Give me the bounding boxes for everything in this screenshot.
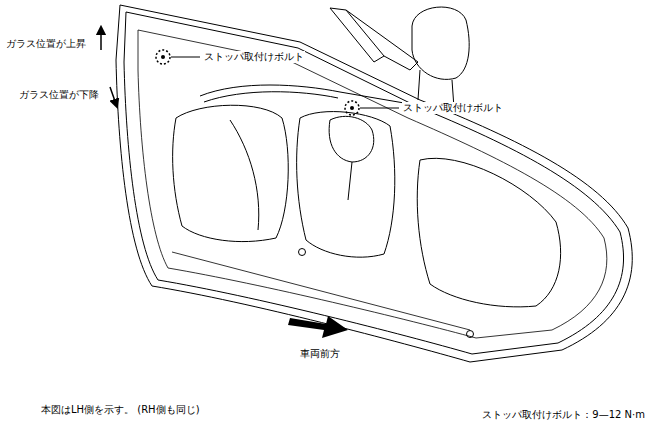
vehicle-front-label: 車両前方	[299, 348, 341, 360]
fastener-set	[156, 50, 474, 338]
glass-down-label: ガラス位置が下降	[18, 89, 100, 101]
forward-arrow	[288, 316, 348, 338]
note-text: 本図はLH側を示す。 (RH側も同じ)	[40, 404, 201, 416]
stopper-bolt-label: ストッパ取付けボルト	[203, 51, 305, 63]
leader-lines	[171, 57, 399, 108]
torque-spec: ストッパ取付けボルト：9—12 N·m	[481, 409, 646, 421]
glass-up-label: ガラス位置が上昇	[5, 38, 87, 50]
stopper-bolt	[156, 50, 170, 64]
door-panel	[116, 5, 632, 362]
direction-arrows	[101, 30, 116, 104]
stopper-bolt-label: ストッパ取付けボルト	[402, 102, 504, 114]
stopper-bolt	[345, 101, 359, 115]
